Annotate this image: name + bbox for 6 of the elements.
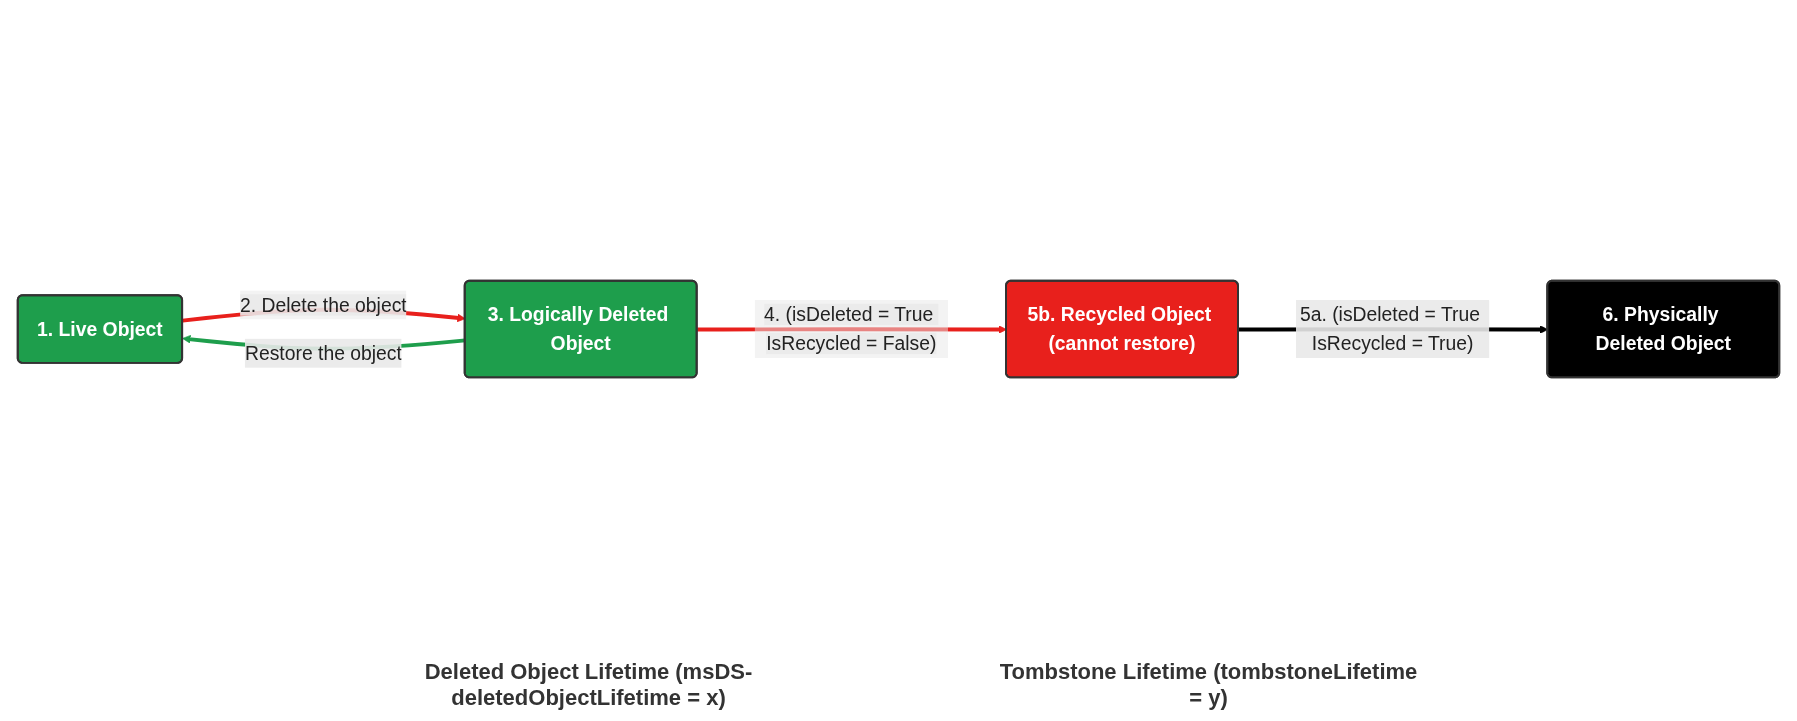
edge-label: 5a. (isDeleted = True IsRecycled = True) xyxy=(1299,304,1480,355)
edge-label: Restore the object xyxy=(244,343,402,365)
edge-label: 4. (isDeleted = True IsRecycled = False) xyxy=(764,304,937,355)
edge-label: 2. Delete the object xyxy=(240,294,407,316)
lifetime-note: Deleted Object Lifetime (msDS-deletedObjectLifetime = x) xyxy=(423,659,754,711)
lifetime-note: Tombstone Lifetime (tombstoneLifetime = y) xyxy=(998,659,1419,711)
